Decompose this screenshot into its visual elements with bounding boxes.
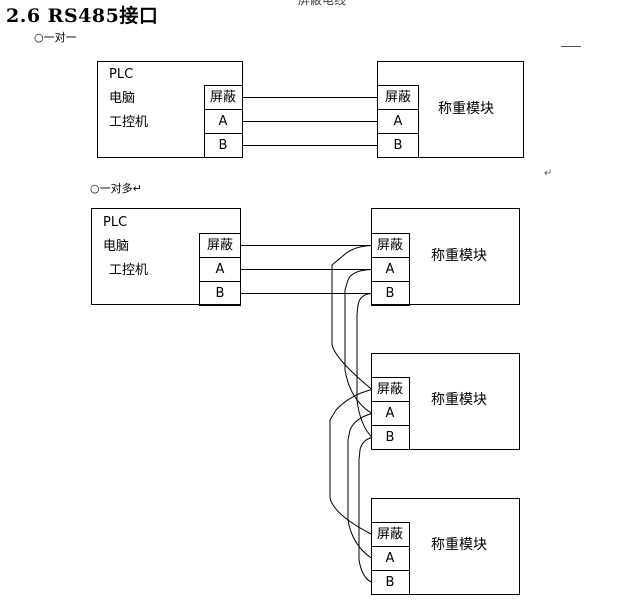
host-label-pc-2: 电脑 — [103, 239, 130, 254]
chain-b-1-2 — [356, 293, 373, 438]
module-a-label-1: A — [393, 114, 403, 129]
top-cut-caption: 屏蔽电线 — [298, 0, 347, 7]
module-shield-label-4: 屏蔽 — [376, 527, 403, 542]
module-label-2: 称重模块 — [431, 248, 487, 264]
top-rule — [561, 46, 581, 47]
host-label-ipc-2: 工控机 — [109, 263, 149, 278]
host-b-label-1: B — [218, 138, 228, 153]
module-shield-label-2: 屏蔽 — [376, 238, 403, 253]
chain-shield-2-3 — [329, 389, 373, 535]
host-label-ipc-1: 工控机 — [109, 115, 149, 130]
chain-shield-1-2 — [331, 245, 373, 390]
host-label-pc-1: 电脑 — [109, 91, 136, 106]
host-shield-label-2: 屏蔽 — [206, 238, 233, 253]
host-b-label-2: B — [215, 286, 225, 301]
host-label-plc-1: PLC — [109, 67, 134, 82]
one-to-one-label: ○一对一 — [34, 31, 77, 44]
one-to-many-label: ○一对多↵ — [90, 182, 142, 195]
module-b-label-3: B — [385, 430, 395, 445]
paragraph-mark: ↵ — [544, 168, 553, 179]
module-b-label-4: B — [385, 575, 395, 590]
chain-b-2-3 — [358, 437, 373, 583]
chain-a-2-3 — [347, 413, 373, 559]
host-a-label-1: A — [218, 114, 228, 129]
host-shield-label-1: 屏蔽 — [209, 90, 236, 105]
module-a-label-4: A — [385, 551, 395, 566]
chain-a-1-2 — [344, 269, 373, 414]
host-a-label-2: A — [215, 262, 225, 277]
module-label-1: 称重模块 — [438, 101, 494, 117]
module-b-label-1: B — [393, 138, 403, 153]
module-label-4: 称重模块 — [431, 537, 487, 553]
host-label-plc-2: PLC — [103, 215, 128, 230]
module-shield-label-3: 屏蔽 — [376, 382, 403, 397]
module-a-label-3: A — [385, 406, 395, 421]
module-label-3: 称重模块 — [431, 392, 487, 408]
section-heading: 2.6 RS485接口 — [6, 5, 159, 27]
module-a-label-2: A — [385, 262, 395, 277]
module-b-label-2: B — [385, 286, 395, 301]
module-shield-label-1: 屏蔽 — [384, 90, 411, 105]
